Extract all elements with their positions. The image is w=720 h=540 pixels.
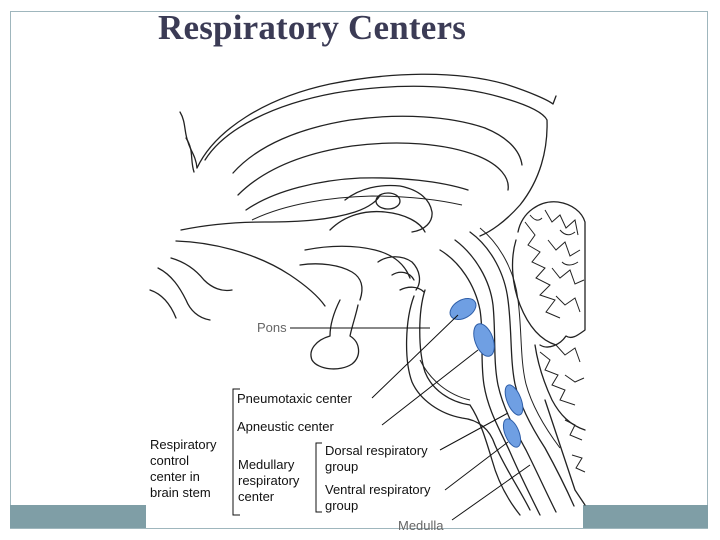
pneumotaxic-leader bbox=[371, 314, 459, 399]
ventral-group-label-line2: group bbox=[325, 498, 358, 513]
slide-frame bbox=[10, 11, 708, 529]
medullary-center-bracket bbox=[315, 442, 322, 513]
medulla-leader bbox=[451, 464, 531, 521]
leader-lines bbox=[290, 314, 531, 521]
ventral-leader bbox=[444, 441, 509, 491]
pituitary bbox=[310, 299, 360, 370]
medulla-label: Medulla bbox=[398, 518, 444, 533]
respiratory-control-label-line1: Respiratory bbox=[150, 437, 217, 452]
label-brackets bbox=[232, 388, 322, 516]
brainstem bbox=[405, 227, 575, 516]
ventral-respiratory-nucleus bbox=[504, 384, 524, 416]
apneustic-leader bbox=[381, 349, 479, 426]
pneumotaxic-nucleus bbox=[449, 298, 477, 320]
respiratory-control-label-line3: center in bbox=[150, 469, 200, 484]
respiratory-nuclei bbox=[449, 298, 524, 448]
ventral-group-label-line1: Ventral respiratory bbox=[325, 482, 431, 497]
medullary-center-label-line1: Medullary bbox=[238, 457, 295, 472]
medullary-center-label-line2: respiratory bbox=[238, 473, 300, 488]
pons-label: Pons bbox=[257, 320, 287, 335]
slide-title: Respiratory Centers bbox=[158, 8, 467, 47]
dorsal-respiratory-nucleus bbox=[502, 418, 522, 448]
medullary-center-label-line3: center bbox=[238, 489, 275, 504]
cerebrum-outline bbox=[149, 73, 557, 321]
footer-bar-right bbox=[583, 505, 708, 528]
dorsal-group-label-line1: Dorsal respiratory bbox=[325, 443, 428, 458]
footer-bar-left bbox=[10, 505, 146, 528]
diagram-labels: Pons Pneumotaxic center Apneustic center… bbox=[150, 320, 444, 533]
respiratory-control-label-line2: control bbox=[150, 453, 189, 468]
respiratory-control-bracket bbox=[232, 388, 240, 516]
dorsal-group-label-line2: group bbox=[325, 459, 358, 474]
apneustic-nucleus bbox=[473, 323, 495, 357]
diencephalon bbox=[299, 184, 433, 301]
apneustic-label: Apneustic center bbox=[237, 419, 335, 434]
cerebellum bbox=[511, 201, 586, 506]
dorsal-leader bbox=[439, 412, 509, 451]
pneumotaxic-label: Pneumotaxic center bbox=[237, 391, 353, 406]
respiratory-control-label-line4: brain stem bbox=[150, 485, 211, 500]
